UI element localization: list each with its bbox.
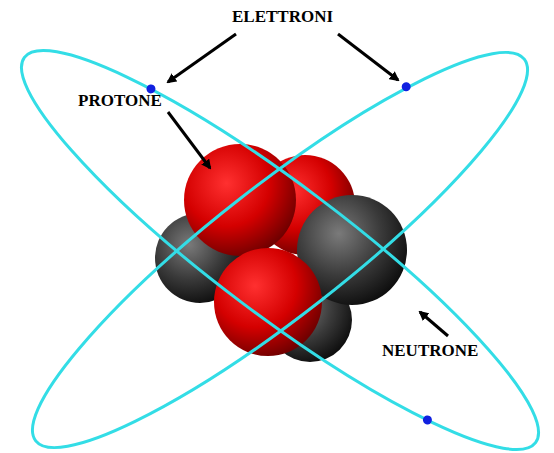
leader-arrow (420, 312, 448, 336)
orbit (0, 8, 554, 453)
orbit (0, 6, 554, 453)
leader-arrow (168, 34, 236, 82)
leader-arrow (338, 34, 398, 80)
part-label: NEUTRONE (382, 342, 478, 361)
electron (421, 414, 434, 427)
part-label: PROTONE (78, 92, 162, 111)
electron (400, 80, 413, 93)
part-label: ELETTRONI (232, 8, 333, 27)
leader-arrow (168, 112, 210, 168)
